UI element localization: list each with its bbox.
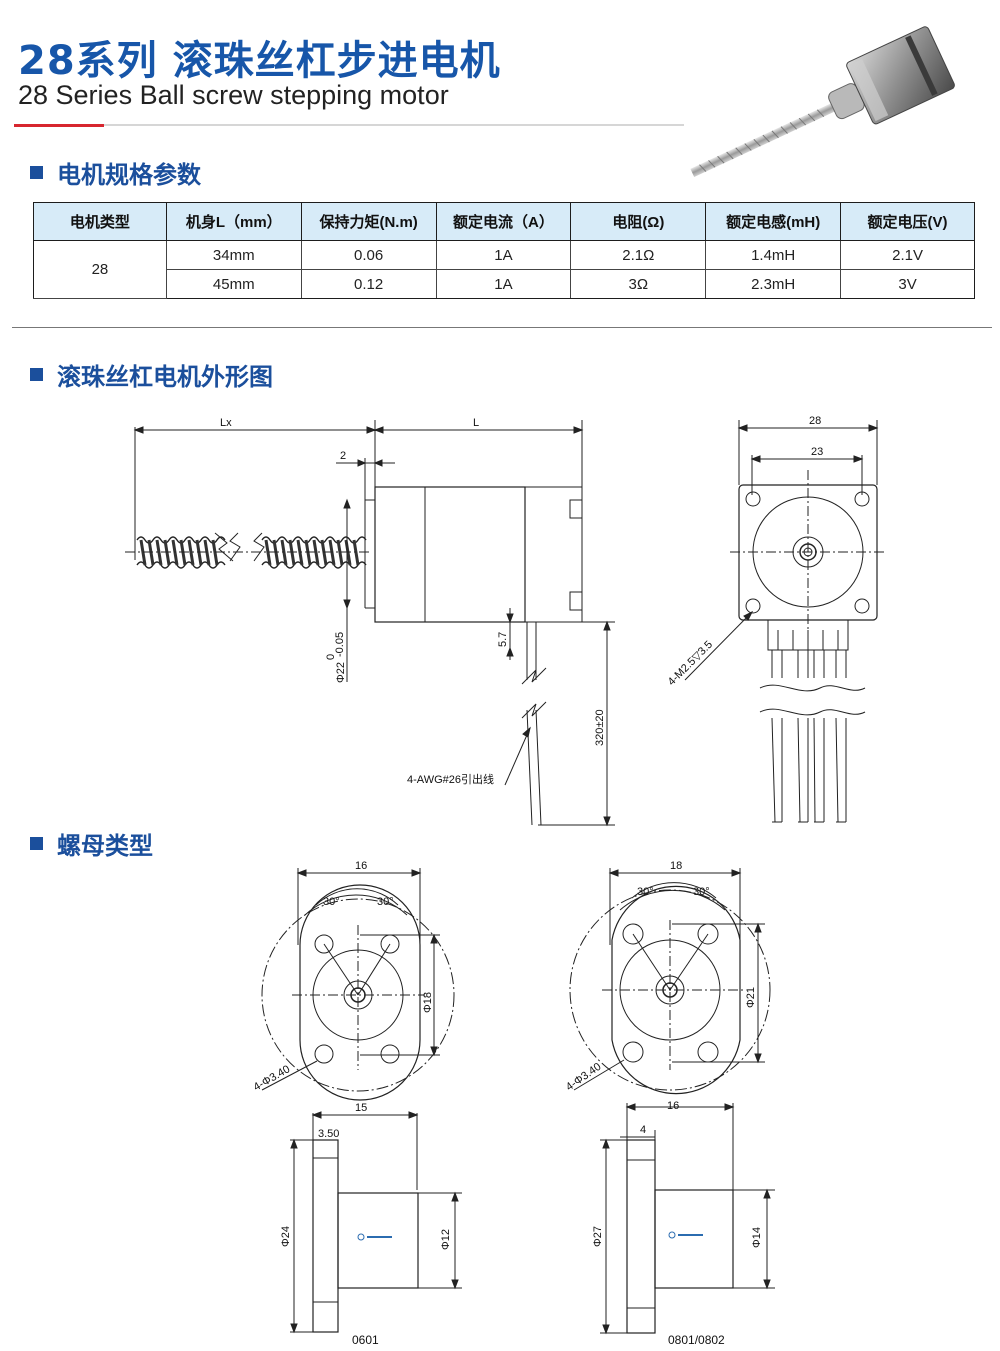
logo-mark-icon (357, 1233, 392, 1241)
dim-tol-lower: -0.05 (334, 632, 346, 657)
header-body-length: 机身L（mm） (165, 202, 302, 241)
page-subtitle: 28 Series Ball screw stepping motor (18, 80, 449, 110)
nut-a-holes: 4-Φ3.40 (252, 1063, 293, 1093)
motor-photo (690, 26, 955, 178)
header-resistance: 电阻(Ω) (570, 202, 707, 241)
motor-type-cell: 28 (33, 240, 167, 299)
nut-b-holes: 4-Φ3.40 (564, 1061, 604, 1094)
table-cell: 2.1Ω (570, 240, 707, 270)
bullet-square-icon (30, 166, 43, 179)
table-cell: 1.4mH (705, 240, 842, 270)
outline-section-heading: 滚珠丝杠电机外形图 (30, 357, 273, 392)
table-cell: 2.1V (840, 240, 975, 270)
nut-a-pcd: Φ18 (422, 992, 434, 1013)
dim-shaft-dia: Φ22 (335, 662, 347, 683)
dim-width: 28 (809, 415, 821, 427)
nut-a-angle2: 30° (377, 896, 394, 908)
header-rated-current: 额定电流（A） (435, 202, 572, 241)
nut-a-body-dia: Φ12 (440, 1229, 452, 1250)
nut-b-body-dia: Φ14 (751, 1227, 763, 1248)
spec-table: 电机类型 机身L（mm） 保持力矩(N.m) 额定电流（A） 电阻(Ω) 额定电… (33, 202, 975, 299)
dim-shaft-step: 2 (340, 450, 346, 462)
header-holding-torque: 保持力矩(N.m) (300, 202, 437, 241)
bullet-square-icon (30, 837, 43, 850)
nut-section-heading: 螺母类型 (30, 826, 153, 861)
dim-lead-length: 320±20 (594, 709, 606, 746)
section-divider (12, 327, 992, 328)
nut-b-flange: 4 (640, 1124, 646, 1136)
table-row: 45mm 0.12 1A 3Ω 2.3mH 3V (34, 269, 975, 299)
dim-l: L (473, 417, 479, 429)
dim-tol-upper: 0 (325, 654, 337, 660)
table-cell: 3V (840, 269, 975, 299)
header-rated-voltage: 额定电压(V) (840, 202, 975, 241)
nut-b-width: 18 (670, 860, 682, 872)
spec-table-header: 电机类型 机身L（mm） 保持力矩(N.m) 额定电流（A） 电阻(Ω) 额定电… (33, 202, 975, 241)
title-divider-accent (14, 124, 104, 127)
table-cell: 1A (435, 269, 572, 299)
logo-mark-icon (668, 1231, 703, 1239)
nut-b-label: 0801/0802 (668, 1333, 725, 1347)
nut-a-width: 16 (355, 860, 367, 872)
nut-a-label: 0601 (352, 1333, 379, 1347)
specs-section-heading: 电机规格参数 (30, 155, 201, 190)
table-cell: 0.12 (300, 269, 437, 299)
dim-lx: Lx (220, 417, 232, 429)
nut-a-flange-dia: Φ24 (280, 1226, 292, 1247)
nut-b-pcd: Φ21 (745, 987, 757, 1008)
nut-b-flange-dia: Φ27 (592, 1226, 604, 1247)
table-cell: 3Ω (570, 269, 707, 299)
nut-b-length: 16 (667, 1100, 679, 1112)
nut-a-angle1: 30° (323, 896, 340, 908)
page-title: 28系列 滚珠丝杠步进电机 (18, 38, 501, 84)
dim-hole-pitch: 23 (811, 446, 823, 458)
table-cell: 2.3mH (705, 269, 842, 299)
table-row: 28 34mm 0.06 1A 2.1Ω 1.4mH 2.1V (33, 240, 975, 299)
table-cell: 0.06 (300, 240, 437, 270)
nut-b-angle1: 30° (637, 886, 654, 898)
bullet-square-icon (30, 368, 43, 381)
nut-a-length: 15 (355, 1102, 367, 1114)
nut-a-flange: 3.50 (318, 1128, 339, 1140)
title-divider (14, 124, 684, 126)
dim-lead-offset: 5.7 (497, 632, 509, 647)
header-inductance: 额定电感(mH) (705, 202, 842, 241)
lead-note: 4-AWG#26引出线 (407, 772, 494, 786)
table-cell: 45mm (165, 269, 302, 299)
